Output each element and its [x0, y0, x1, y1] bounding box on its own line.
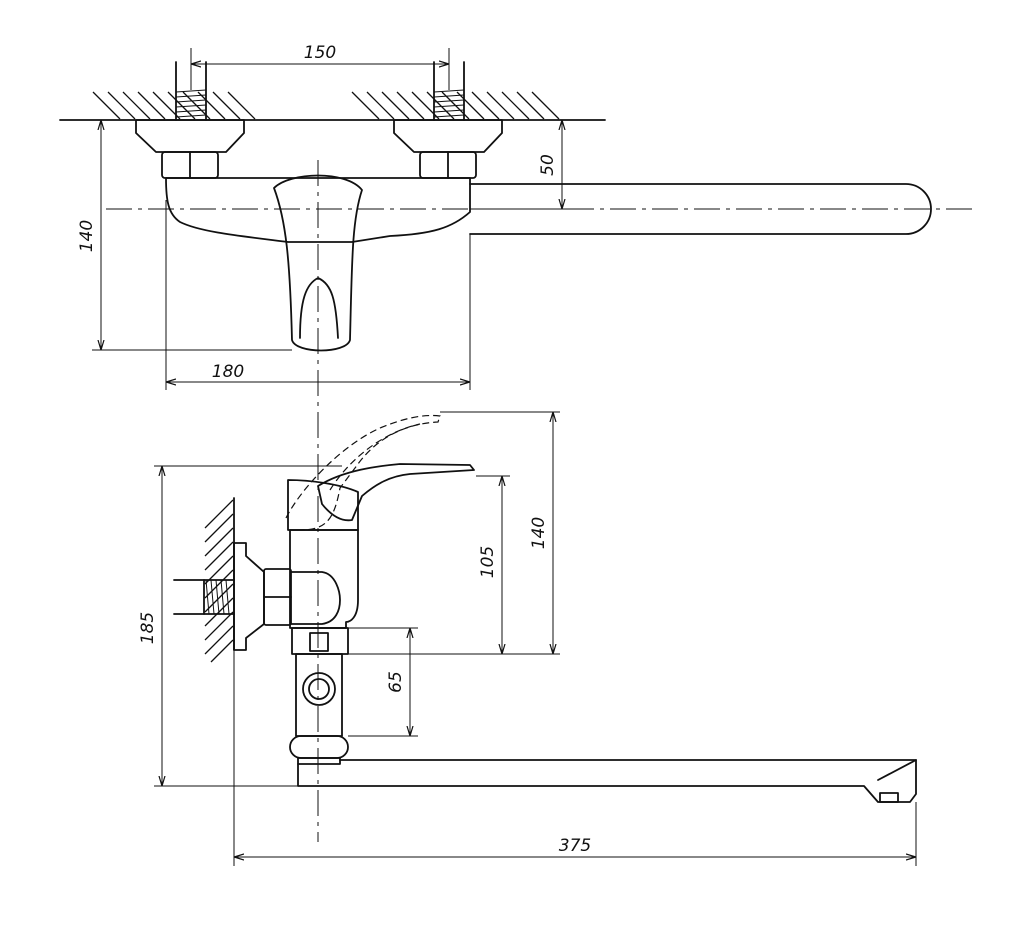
dim-body-section: 65	[348, 627, 418, 737]
side-aerator	[879, 792, 899, 803]
dim-inlet-spacing: 150	[190, 43, 450, 90]
side-ring-slot	[309, 632, 329, 652]
handle-top-view	[273, 174, 363, 352]
dim-top-height-label: 140	[77, 220, 97, 252]
dim-spout-offset: 50	[470, 120, 570, 210]
dim-lever-height-label: 105	[478, 546, 498, 578]
dim-top-width-label: 180	[212, 362, 244, 382]
side-view: 185 105 140 65 375	[138, 411, 917, 866]
side-wall-hatching	[204, 499, 234, 663]
spout-top-view	[469, 183, 932, 235]
dim-lever-open-height-label: 140	[529, 517, 549, 549]
side-cartridge-cap	[287, 479, 359, 531]
right-nut	[419, 151, 477, 179]
right-escutcheon	[393, 119, 503, 153]
side-lower-body	[295, 653, 343, 737]
side-escutcheon	[233, 542, 265, 651]
wall-hatching-right	[351, 91, 560, 120]
side-connector	[290, 571, 341, 625]
side-spout	[297, 759, 917, 803]
left-escutcheon	[135, 119, 245, 153]
side-lever-handle	[317, 463, 475, 522]
dim-spout-length: 375	[233, 650, 917, 866]
dim-spout-offset-label: 50	[538, 154, 558, 176]
right-inlet-pipe	[433, 61, 465, 121]
side-nut	[263, 568, 292, 626]
dim-overall-height-label: 185	[138, 612, 158, 644]
side-bottom-collar	[289, 735, 349, 759]
dim-lever-height: 105	[348, 475, 510, 655]
dim-spout-length-label: 375	[559, 836, 591, 856]
top-view: 150 50 140 180	[59, 43, 978, 390]
mixer-body-top	[165, 177, 471, 243]
handle-grip-opening	[299, 277, 339, 339]
dim-lever-open-height: 140	[440, 411, 560, 655]
side-supply-pipe	[173, 579, 235, 615]
left-inlet-pipe	[175, 61, 207, 121]
dim-inlet-spacing-label: 150	[304, 43, 336, 63]
wall-hatching-left	[92, 91, 256, 120]
side-body	[289, 529, 359, 629]
dim-overall-height: 185	[138, 465, 342, 787]
dim-body-section-label: 65	[386, 671, 406, 693]
dim-top-height: 140	[77, 120, 292, 351]
left-nut	[161, 151, 219, 179]
side-diverter-knob	[302, 672, 336, 706]
